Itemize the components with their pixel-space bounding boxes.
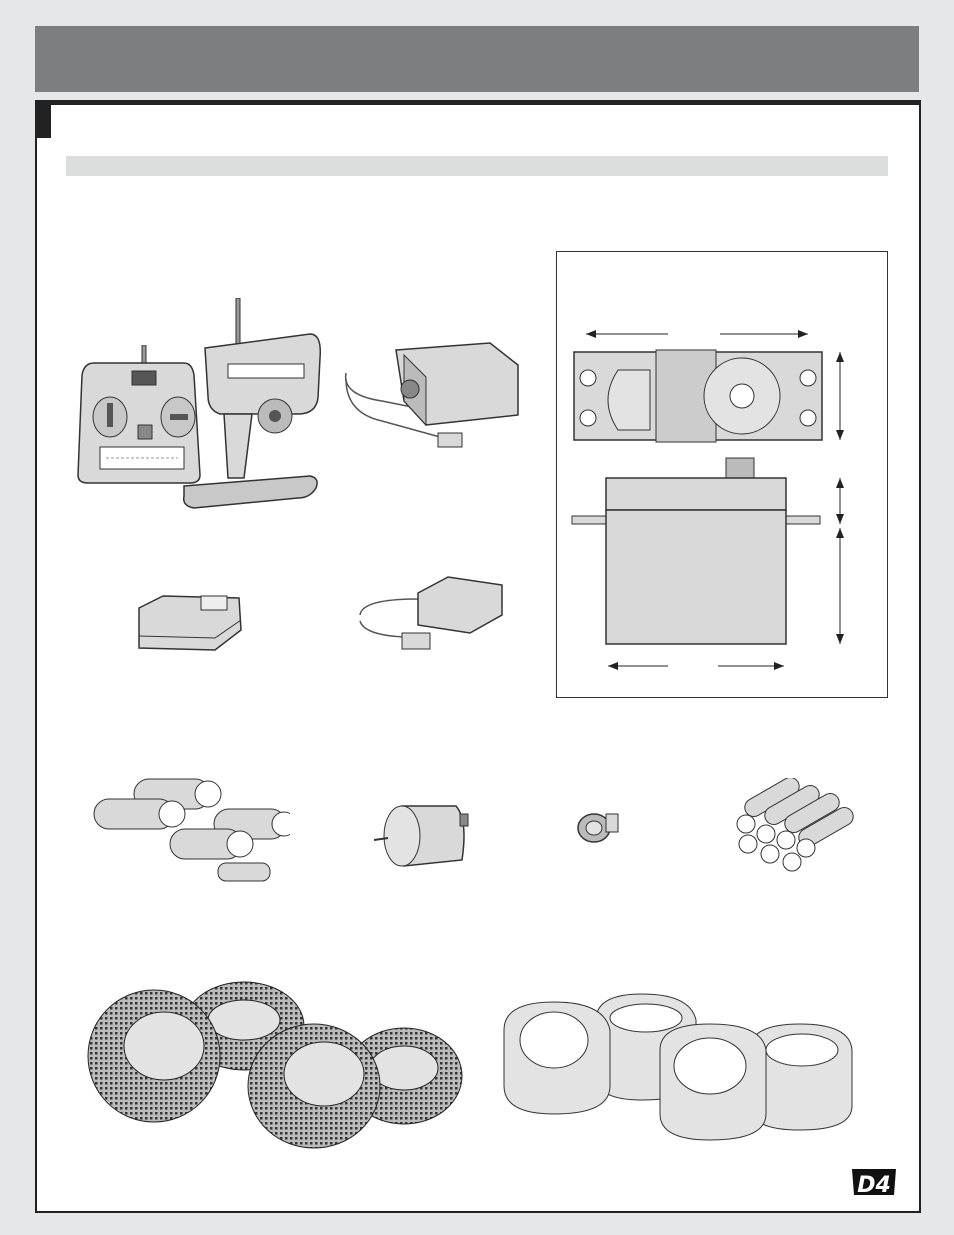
pinion-gear-icon: [577, 813, 619, 843]
motor-icon: [374, 805, 469, 867]
corner-tab: [35, 100, 51, 138]
speed-controller-icon: [359, 576, 503, 650]
transmitter-stick-icon: [77, 345, 201, 484]
battery-pack-icon: [93, 778, 290, 882]
section-bar: [66, 156, 888, 176]
servo-icon: [344, 342, 519, 448]
receiver-icon: [138, 595, 242, 651]
transmitter-wheel-icon: [182, 298, 322, 509]
foam-inserts-icon: [503, 993, 853, 1141]
header-bar: [35, 26, 919, 92]
product-logo: D4: [852, 1169, 896, 1198]
servo-dimension-drawing: [571, 330, 844, 670]
aa-batteries-icon: [736, 778, 854, 872]
logo-text: D4: [857, 1173, 891, 1198]
tires-icon: [87, 981, 463, 1149]
